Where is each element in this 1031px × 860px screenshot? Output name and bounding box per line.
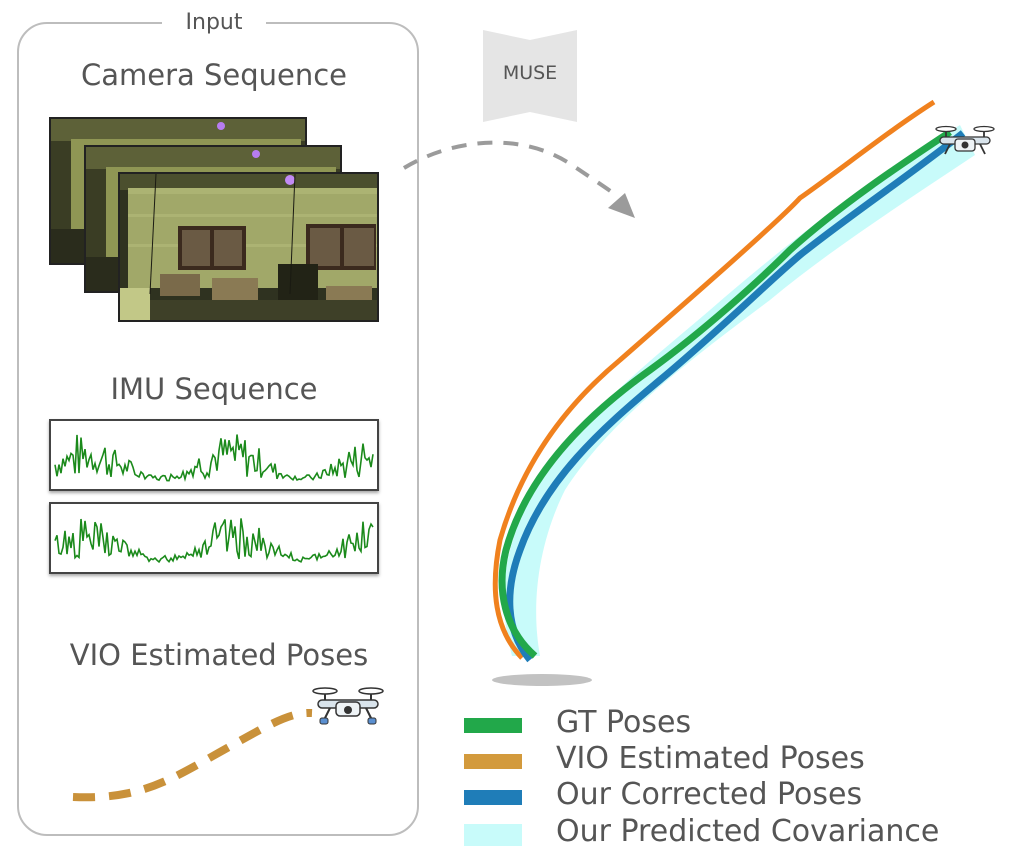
legend-label-covariance: Our Predicted Covariance [556, 814, 940, 849]
imu-plot-2 [49, 502, 379, 574]
muse-tag-shape [483, 30, 577, 122]
legend-swatch-vio [464, 754, 522, 769]
muse-label: MUSE [502, 62, 558, 84]
flow-arrow-head [608, 193, 635, 218]
legend-label-gt: GT Poses [556, 705, 692, 740]
imu-signal-trace [54, 434, 374, 482]
covariance-band [503, 125, 975, 656]
camera-frame-3-image [120, 174, 377, 320]
imu-plot-1 [49, 419, 379, 491]
flow-arrow [402, 140, 620, 200]
vio-estimated-poses-title: VIO Estimated Poses [69, 638, 369, 672]
gt-trajectory [498, 129, 952, 659]
vio-dashed-path [72, 708, 313, 802]
drone-icon [312, 687, 384, 725]
camera-frame-3 [118, 172, 379, 322]
corrected-trajectory [506, 130, 966, 663]
legend-swatch-covariance [464, 824, 522, 846]
imu-signal-1 [54, 434, 374, 482]
legend-swatch-corrected [464, 790, 522, 805]
vio-trajectory [492, 99, 936, 660]
legend-swatch-gt [464, 718, 522, 733]
imu-signal-trace [54, 518, 374, 564]
camera-sequence-title: Camera Sequence [80, 58, 348, 92]
legend-label-vio: VIO Estimated Poses [556, 741, 865, 776]
input-panel-title: Input [162, 8, 266, 38]
legend-label-corrected: Our Corrected Poses [556, 777, 863, 812]
imu-signal-2 [54, 518, 374, 564]
start-shadow [492, 674, 592, 686]
drone-icon [935, 125, 995, 155]
imu-sequence-title: IMU Sequence [110, 372, 318, 406]
